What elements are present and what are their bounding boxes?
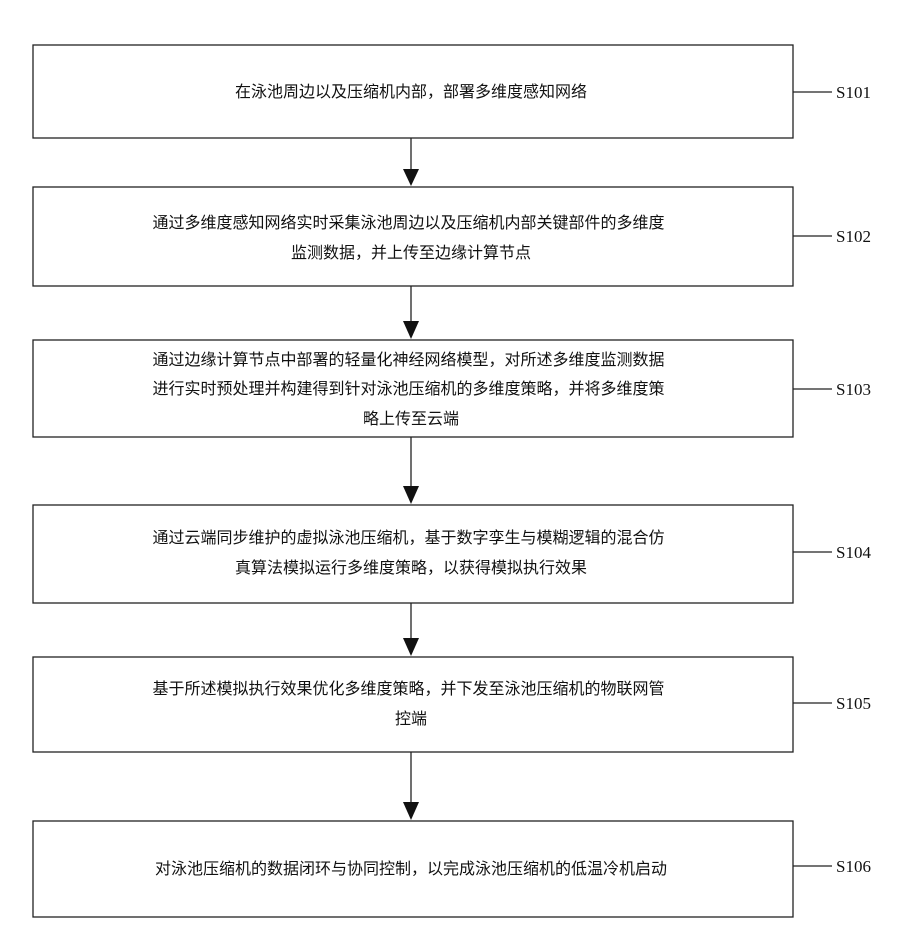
step-s101: 在泳池周边以及压缩机内部，部署多维度感知网络 S101 — [33, 45, 871, 138]
step-box — [33, 657, 793, 752]
step-line: 通过云端同步维护的虚拟泳池压缩机，基于数字孪生与模糊逻辑的混合仿 — [152, 528, 664, 547]
flow-arrow — [403, 138, 419, 186]
step-s102: 通过多维度感知网络实时采集泳池周边以及压缩机内部关键部件的多维度 监测数据，并上… — [33, 187, 871, 286]
step-line: 真算法模拟运行多维度策略，以获得模拟执行效果 — [235, 558, 587, 577]
flow-arrow — [403, 437, 419, 504]
step-label: S101 — [836, 83, 871, 102]
step-text: 对泳池压缩机的数据闭环与协同控制，以完成泳池压缩机的低温冷机启动 — [155, 859, 667, 878]
step-s104: 通过云端同步维护的虚拟泳池压缩机，基于数字孪生与模糊逻辑的混合仿 真算法模拟运行… — [33, 505, 871, 603]
step-line: 在泳池周边以及压缩机内部，部署多维度感知网络 — [235, 82, 587, 101]
step-label: S104 — [836, 543, 871, 562]
step-box — [33, 187, 793, 286]
step-line: 控端 — [395, 709, 427, 728]
step-label: S106 — [836, 857, 871, 876]
step-line: 基于所述模拟执行效果优化多维度策略，并下发至泳池压缩机的物联网管 — [152, 679, 664, 698]
step-line: 监测数据，并上传至边缘计算节点 — [291, 243, 531, 262]
step-line: 通过边缘计算节点中部署的轻量化神经网络模型，对所述多维度监测数据 — [152, 350, 664, 369]
step-line: 进行实时预处理并构建得到针对泳池压缩机的多维度策略，并将多维度策 — [152, 379, 664, 398]
step-label: S103 — [836, 380, 871, 399]
step-s103: 通过边缘计算节点中部署的轻量化神经网络模型，对所述多维度监测数据 进行实时预处理… — [33, 340, 871, 437]
step-line: 略上传至云端 — [363, 409, 459, 428]
flow-arrow — [403, 286, 419, 339]
step-line: 通过多维度感知网络实时采集泳池周边以及压缩机内部关键部件的多维度 — [152, 213, 664, 232]
flow-arrow — [403, 752, 419, 820]
step-label: S102 — [836, 227, 871, 246]
step-box — [33, 505, 793, 603]
step-s105: 基于所述模拟执行效果优化多维度策略，并下发至泳池压缩机的物联网管 控端 S105 — [33, 657, 871, 752]
flow-arrow — [403, 603, 419, 656]
step-text: 在泳池周边以及压缩机内部，部署多维度感知网络 — [235, 82, 587, 101]
step-label: S105 — [836, 694, 871, 713]
step-s106: 对泳池压缩机的数据闭环与协同控制，以完成泳池压缩机的低温冷机启动 S106 — [33, 821, 871, 917]
step-line: 对泳池压缩机的数据闭环与协同控制，以完成泳池压缩机的低温冷机启动 — [155, 859, 667, 878]
